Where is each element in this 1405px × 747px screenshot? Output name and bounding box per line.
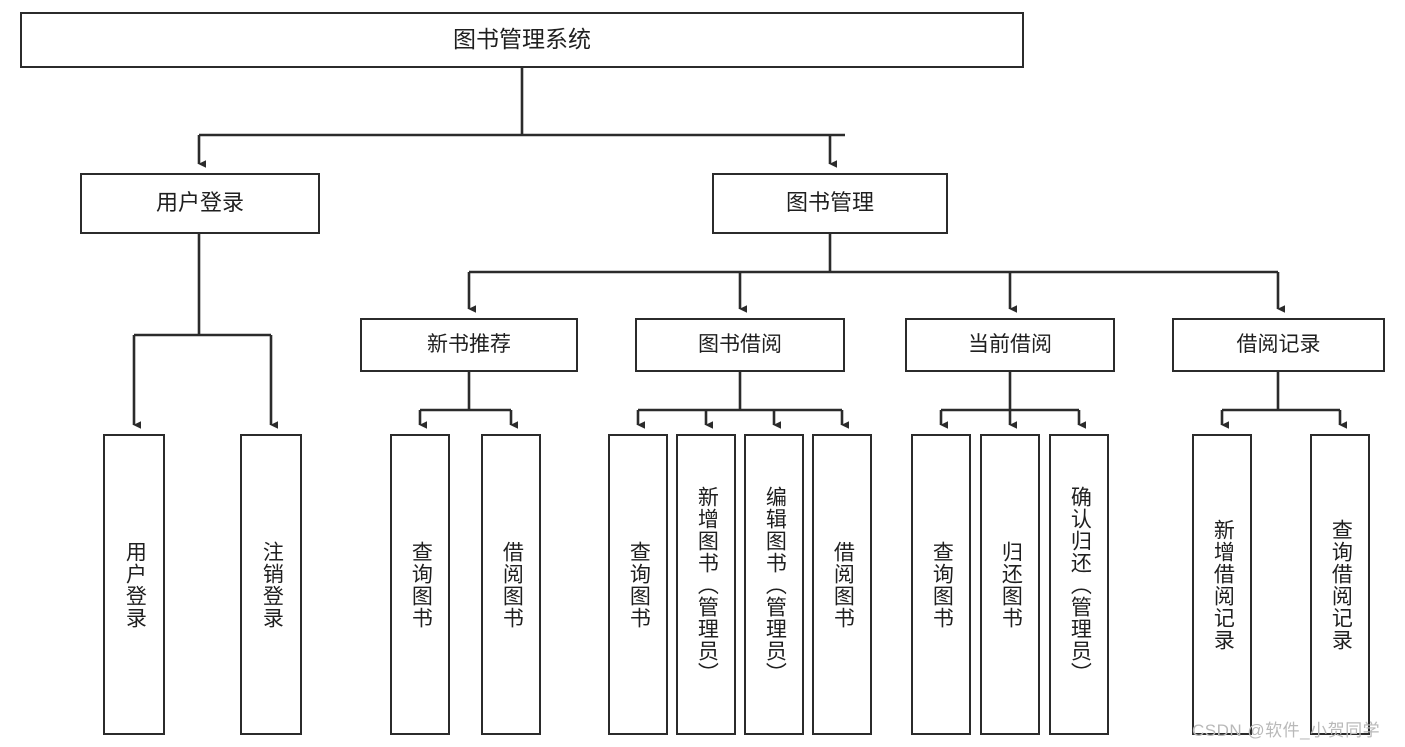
node-current-borrow[interactable]: 当前借阅 <box>905 318 1115 372</box>
node-label: 借阅记录 <box>1236 333 1321 357</box>
leaf-return-book[interactable]: 归还图书 <box>980 434 1040 735</box>
node-label: 查询图书 <box>930 540 954 629</box>
node-label: 确认归还（管理员） <box>1068 485 1092 684</box>
leaf-user-login[interactable]: 用户登录 <box>103 434 165 735</box>
node-label: 查询图书 <box>627 540 651 629</box>
node-book-management[interactable]: 图书管理 <box>712 173 948 234</box>
leaf-add-book-admin[interactable]: 新增图书（管理员） <box>676 434 736 735</box>
leaf-query-book-current[interactable]: 查询图书 <box>911 434 971 735</box>
node-borrow-record[interactable]: 借阅记录 <box>1172 318 1385 372</box>
node-user-login[interactable]: 用户登录 <box>80 173 320 234</box>
leaf-confirm-return-admin[interactable]: 确认归还（管理员） <box>1049 434 1109 735</box>
leaf-add-borrow-record[interactable]: 新增借阅记录 <box>1192 434 1252 735</box>
node-label: 新书推荐 <box>427 333 511 357</box>
leaf-query-book-newbook[interactable]: 查询图书 <box>390 434 450 735</box>
leaf-edit-book-admin[interactable]: 编辑图书（管理员） <box>744 434 804 735</box>
csdn-watermark: CSDN @软件_小贺同学 <box>1192 721 1381 740</box>
node-book-management-system[interactable]: 图书管理系统 <box>20 12 1024 68</box>
node-label: 图书管理系统 <box>453 26 591 53</box>
node-label: 新增图书（管理员） <box>695 485 719 684</box>
node-label: 当前借阅 <box>968 333 1052 357</box>
node-book-borrow[interactable]: 图书借阅 <box>635 318 845 372</box>
leaf-borrow-book[interactable]: 借阅图书 <box>812 434 872 735</box>
node-label: 用户登录 <box>155 190 244 216</box>
node-label: 注销登录 <box>260 540 284 629</box>
node-label: 查询借阅记录 <box>1329 518 1353 651</box>
node-label: 归还图书 <box>999 540 1023 629</box>
leaf-query-book-borrow[interactable]: 查询图书 <box>608 434 668 735</box>
node-label: 图书管理 <box>785 190 874 216</box>
node-label: 借阅图书 <box>500 540 524 629</box>
node-label: 编辑图书（管理员） <box>763 485 787 684</box>
node-label: 新增借阅记录 <box>1211 518 1235 651</box>
node-label: 查询图书 <box>409 540 433 629</box>
node-label: 图书借阅 <box>698 333 782 357</box>
leaf-borrow-book-newbook[interactable]: 借阅图书 <box>481 434 541 735</box>
node-new-book-recommend[interactable]: 新书推荐 <box>360 318 578 372</box>
leaf-query-borrow-record[interactable]: 查询借阅记录 <box>1310 434 1370 735</box>
node-label: 借阅图书 <box>831 540 855 629</box>
leaf-logout[interactable]: 注销登录 <box>240 434 302 735</box>
node-label: 用户登录 <box>123 540 147 629</box>
